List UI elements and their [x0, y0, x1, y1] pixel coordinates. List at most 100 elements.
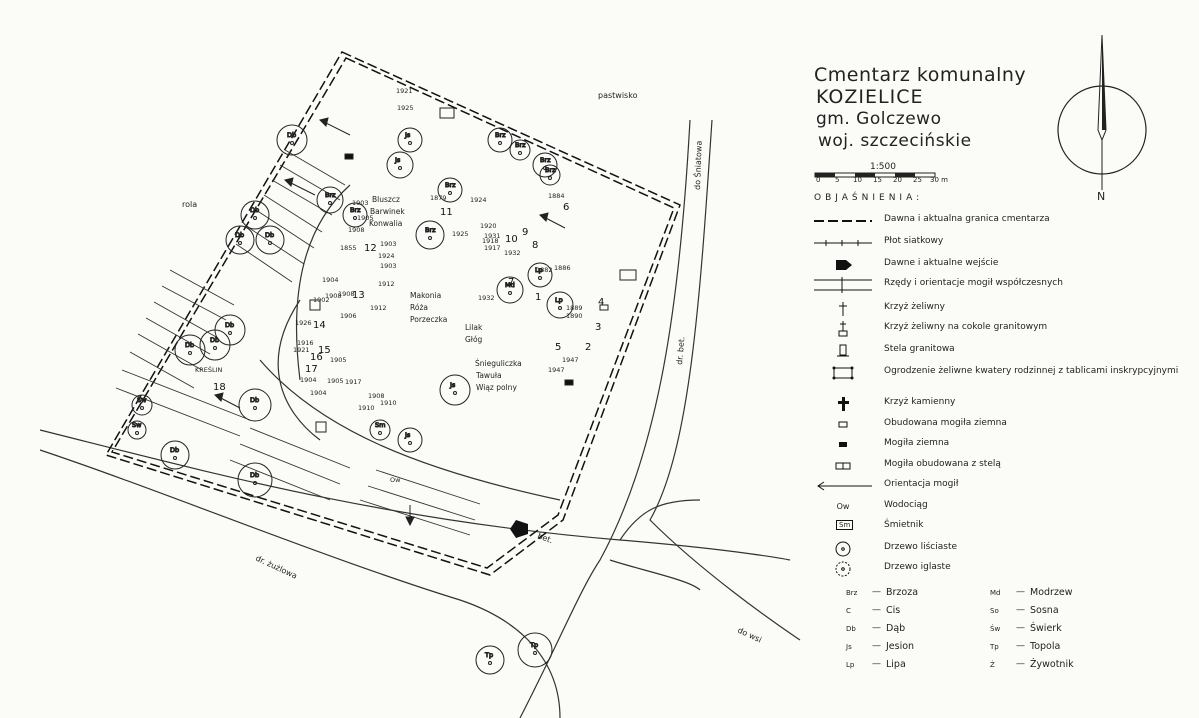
- tree-label: Brz: [545, 166, 556, 174]
- legend-label: Ogrodzenie żeliwne kwatery rodzinnej z t…: [884, 366, 1179, 376]
- tree-brz: Brz: [342, 202, 368, 228]
- tree-label: Tp: [529, 641, 538, 649]
- tree-trunk: [135, 431, 139, 435]
- tree-label: Brz: [425, 226, 436, 234]
- tree-trunk: [173, 456, 177, 460]
- tree-js: Js: [397, 127, 423, 153]
- tree-species-row: Św—Świerk: [990, 623, 1062, 634]
- title-line-1: Cmentarz komunalny: [814, 64, 1027, 86]
- grave-number: 13: [352, 290, 365, 301]
- tree-label: Db: [250, 396, 259, 404]
- tree-crown: [240, 200, 270, 230]
- grave-number: 10: [505, 234, 518, 245]
- tree-species-row: Brz—Brzoza: [846, 587, 919, 598]
- grave-year: 1912: [378, 280, 395, 288]
- grave-year: 1904: [310, 389, 327, 397]
- grave-number: 16: [310, 352, 323, 363]
- grave-row: [367, 485, 476, 521]
- tree-crown: [160, 440, 190, 470]
- grave-row: [235, 243, 293, 283]
- orientation-arrow-icon: [539, 212, 549, 222]
- grave-number: 15: [318, 345, 331, 356]
- scale-tick: 25: [913, 176, 922, 184]
- iron-cross-granite-icon: [838, 321, 848, 337]
- stone-cross-icon: [838, 397, 849, 411]
- tree-label: Db: [250, 206, 259, 214]
- grave-row: [161, 285, 227, 321]
- legend-label: Płot siatkowy: [884, 236, 944, 246]
- legend-label: Krzyż żeliwny: [884, 302, 945, 312]
- legend-item: Krzyż kamienny: [812, 395, 1199, 413]
- dashed-boundary-icon: [814, 220, 872, 222]
- grave-number: 17: [305, 364, 318, 375]
- tree-trunk: [140, 406, 144, 410]
- tree-label: Db: [287, 131, 296, 139]
- tree-md: Md: [496, 276, 524, 304]
- legend-label: Wodociąg: [884, 500, 928, 510]
- tree-crown: [214, 314, 246, 346]
- tree-trunk: [538, 276, 542, 280]
- grave-year: 1917: [345, 378, 362, 386]
- tree-label: Sm: [375, 421, 385, 429]
- orientation-arrow-icon: [214, 392, 224, 402]
- road-edge: [619, 499, 701, 541]
- tree-crown: [397, 427, 423, 453]
- tree-label: Db: [185, 341, 194, 349]
- tree-crown: [276, 124, 308, 156]
- grave-number: 14: [313, 320, 326, 331]
- plant-label: Makonia: [410, 291, 441, 300]
- plant-label: Konwalia: [369, 219, 402, 228]
- tree-label: Brz: [540, 156, 551, 164]
- tree-label: Db: [225, 321, 234, 329]
- plant-label: Śnieguliczka: [475, 359, 522, 368]
- tree-crown: [496, 276, 524, 304]
- legend-label: Mogiła ziemna: [884, 438, 950, 448]
- grave-year: 1904: [322, 276, 339, 284]
- grave-year: 1908: [325, 292, 342, 300]
- tree-label: Brz: [325, 191, 336, 199]
- tree-trunk: [558, 306, 562, 310]
- tree-db: Db: [237, 462, 273, 498]
- tree-brz: Brz: [509, 139, 531, 161]
- title-block: Cmentarz komunalny KOZIELICE gm. Golczew…: [814, 64, 1054, 152]
- tree-db: Db: [240, 200, 270, 230]
- granite-stela-icon: [837, 344, 849, 357]
- tree-trunk: [228, 331, 232, 335]
- grave-number: 1: [535, 292, 541, 303]
- road-edge: [609, 559, 701, 591]
- tree-label: Lp: [555, 296, 563, 304]
- grave-year: 1908: [348, 226, 365, 234]
- grave-number: 2: [585, 342, 591, 353]
- tree-trunk: [253, 406, 257, 410]
- deciduous-tree-icon: [835, 541, 851, 557]
- tree-trunk: [213, 346, 217, 350]
- grave-year: 1921: [396, 87, 413, 95]
- grave-number: 3: [595, 322, 601, 333]
- tree-species-row: Md—Modrzew: [990, 587, 1073, 598]
- tree-js: Js: [386, 151, 414, 179]
- grave-row: [153, 301, 219, 339]
- scale-tick: 10: [853, 176, 862, 184]
- grave-year: 1904: [300, 376, 317, 384]
- roads: [39, 119, 801, 718]
- grave-year: 1912: [370, 304, 387, 312]
- grave-year: 1908: [368, 392, 385, 400]
- tree-trunk: [408, 441, 412, 445]
- tree-brz: Brz: [539, 164, 561, 186]
- tree-crown: [369, 419, 391, 441]
- grave-number: 6: [563, 202, 569, 213]
- grave-year: 1910: [380, 399, 397, 407]
- grave-year: 1920: [480, 222, 497, 230]
- tree-crown: [415, 220, 445, 250]
- grave-year: 1906: [340, 312, 357, 320]
- grave-year: 1903: [380, 262, 397, 270]
- legend-label: Krzyż żeliwny na cokole granitowym: [884, 322, 1048, 332]
- tree-trunk: [508, 291, 512, 295]
- tree-trunk: [408, 141, 412, 145]
- grave-year: 1924: [470, 196, 487, 204]
- label-road-do-wsi: do wsi: [736, 626, 763, 645]
- legend-item: Mogiła obudowana z stelą: [812, 457, 1199, 475]
- grave-number: 5: [555, 342, 561, 353]
